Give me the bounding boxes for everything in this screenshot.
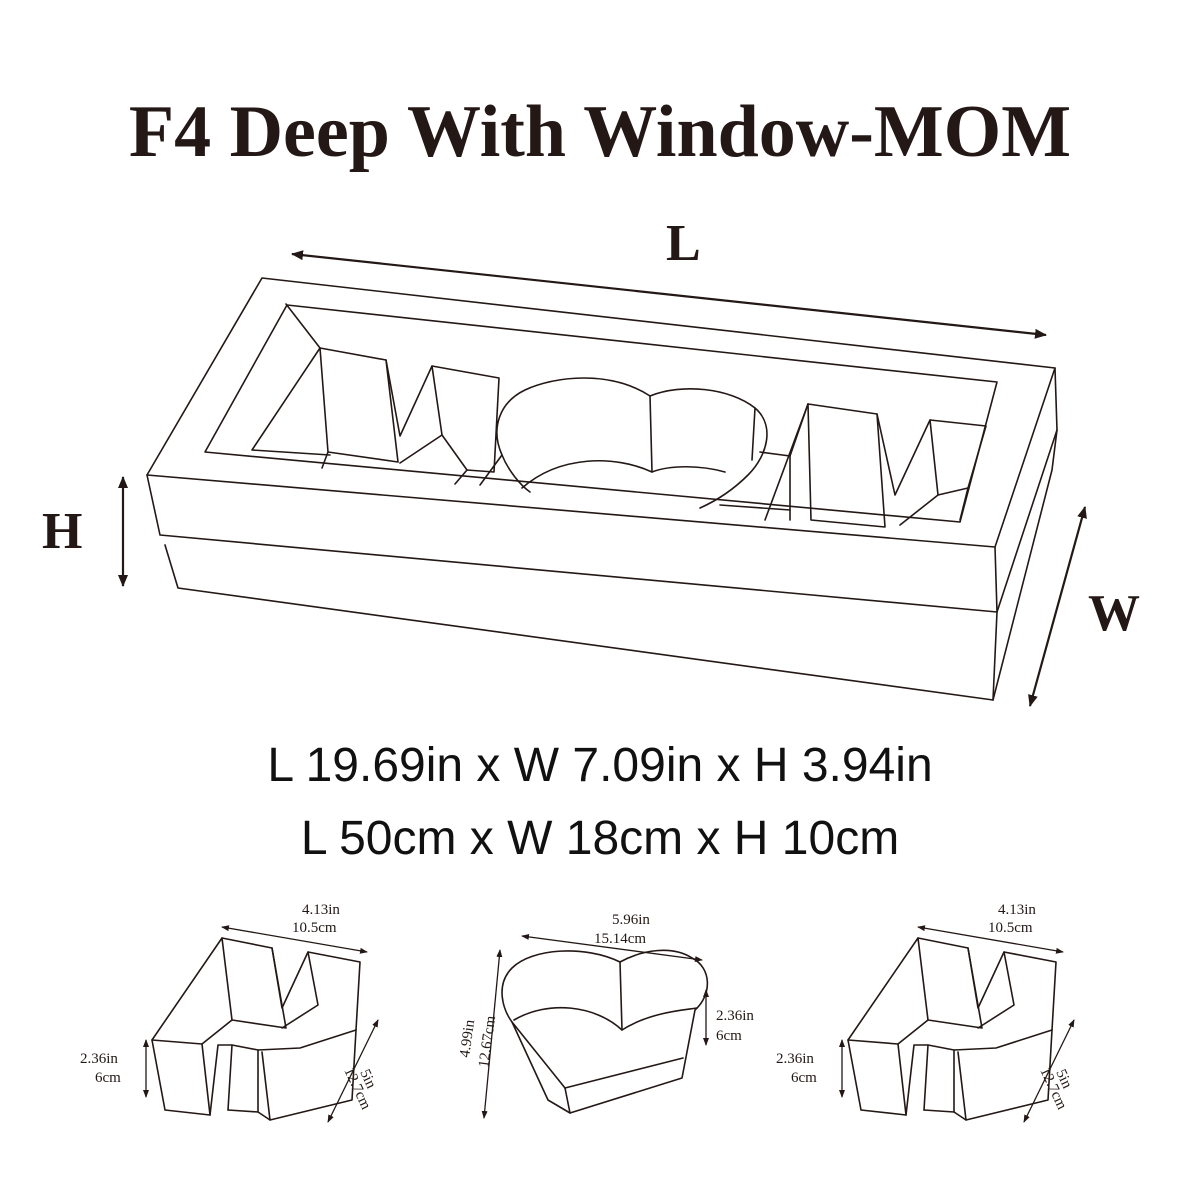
dimensions-imperial: L 19.69in x W 7.09in x H 3.94in (267, 739, 933, 792)
m-left-top-in: 4.13in (302, 902, 340, 918)
lid-right-side (996, 367, 1058, 613)
heart-side-in: 4.99in (457, 1018, 478, 1058)
length-label: L (666, 215, 701, 272)
lid-front-band (146, 474, 998, 613)
m-left-detail: 4.13in 10.5cm 2.36in 6cm 5in 12.7cm (80, 902, 379, 1123)
dimensions-metric: L 50cm x W 18cm x H 10cm (300, 812, 900, 865)
heart-top-cm: 15.14cm (594, 931, 646, 947)
m-left-depth-in: 5in (356, 1067, 379, 1092)
m-left-height-cm: 6cm (95, 1070, 121, 1086)
main-box (146, 277, 1058, 701)
heart-detail: 5.96in 15.14cm 2.36in 6cm 4.99in 12.67cm (457, 912, 754, 1119)
height-label: H (42, 503, 82, 560)
m-left-height-in: 2.36in (80, 1051, 118, 1067)
m-right-height-in: 2.36in (776, 1051, 814, 1067)
length-arrow (291, 250, 1047, 339)
m-left-top-cm: 10.5cm (292, 920, 337, 936)
page-title: F4 Deep With Window-MOM (128, 91, 1072, 173)
m-right-detail: 4.13in 10.5cm 2.36in 6cm 5in 12.7cm (776, 902, 1075, 1123)
heart-height-in: 2.36in (716, 1008, 754, 1024)
m-right-depth-in: 5in (1052, 1067, 1075, 1092)
m-insert-right (764, 403, 987, 528)
heart-height-cm: 6cm (716, 1028, 742, 1044)
width-label: W (1088, 585, 1140, 642)
m-insert-left (251, 303, 500, 485)
heart-top-in: 5.96in (612, 912, 650, 928)
lid-window (204, 304, 998, 523)
box-base (164, 544, 998, 701)
heart-side-cm: 12.67cm (476, 1014, 499, 1068)
m-right-top-in: 4.13in (998, 902, 1036, 918)
width-arrow (1028, 506, 1087, 707)
heart-insert (479, 377, 791, 521)
m-right-height-cm: 6cm (791, 1070, 817, 1086)
lid-top-face (146, 277, 1056, 548)
m-right-top-cm: 10.5cm (988, 920, 1033, 936)
